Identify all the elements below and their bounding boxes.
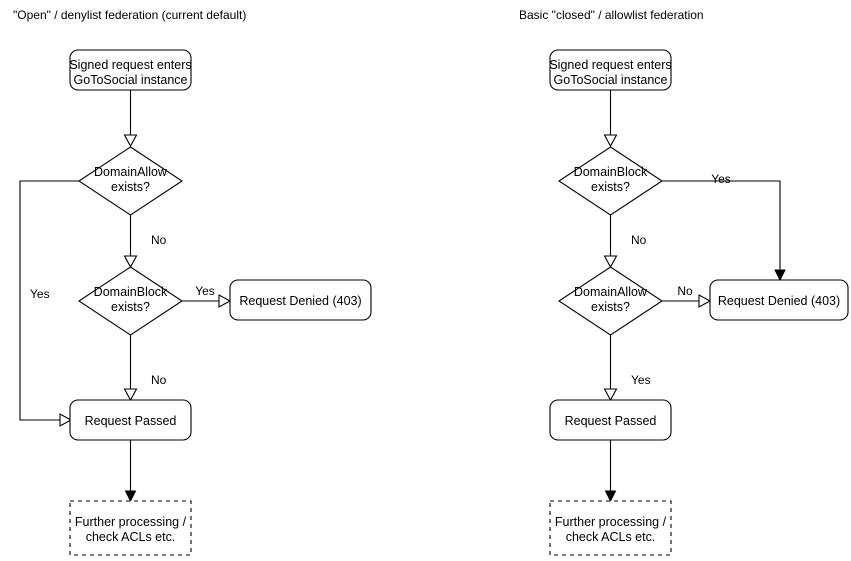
left-request-passed-label: Request Passed — [85, 414, 177, 428]
left-edge-allow-yes — [19, 180, 79, 421]
right-arrowhead-block — [603, 134, 618, 148]
right-further-processing-label-line2: check ACLs etc. — [566, 530, 656, 544]
right-request-denied-box — [709, 279, 849, 321]
left-edge-label-allow-no: No — [151, 233, 167, 247]
left-request-denied-label: Request Denied (403) — [239, 294, 361, 308]
left-arrowhead-allow-yes — [59, 413, 73, 427]
left-column-title: "Open" / denylist federation (current de… — [13, 8, 246, 22]
right-arrowhead-further — [604, 490, 617, 503]
right-decision-domainblock-label-line2: exists? — [591, 180, 630, 194]
left-start-label-line1: Signed request enters — [69, 58, 191, 72]
right-decision-domainblock-label-line1: DomainBlock — [574, 165, 648, 179]
right-request-denied-label: Request Denied (403) — [718, 294, 840, 308]
right-edge-label-allow-no: No — [677, 284, 693, 298]
right-start-label-line1: Signed request enters — [549, 58, 671, 72]
left-arrowhead-allow — [123, 134, 138, 148]
left-decision-domainallow-label-line1: DomainAllow — [94, 165, 168, 179]
right-arrowhead-block-yes — [774, 269, 786, 282]
left-arrowhead-block-no — [123, 388, 138, 402]
right-arrowhead-allow-no — [698, 294, 712, 308]
right-further-processing-box — [549, 500, 672, 556]
left-further-processing-label-line2: check ACLs etc. — [86, 530, 176, 544]
left-further-processing-box — [69, 500, 192, 556]
right-arrowhead-block-no — [603, 255, 618, 269]
left-decision-domainblock-label-line1: DomainBlock — [94, 285, 168, 299]
left-edge-label-block-yes: Yes — [195, 284, 215, 298]
right-decision-domainallow-label-line1: DomainAllow — [574, 285, 648, 299]
right-column-title: Basic "closed" / allowlist federation — [519, 8, 704, 22]
left-edge-label-block-no: No — [151, 373, 167, 387]
right-edge-block-yes — [662, 180, 781, 272]
right-start-label-line2: GoToSocial instance — [554, 73, 668, 87]
right-edge-label-allow-yes: Yes — [631, 373, 651, 387]
left-decision-domainallow-label-line2: exists? — [111, 180, 150, 194]
left-arrowhead-block-yes — [218, 294, 232, 308]
left-further-processing-label-line1: Further processing / — [75, 515, 187, 529]
right-further-processing-label-line1: Further processing / — [555, 515, 667, 529]
left-arrowhead-allow-no — [123, 255, 138, 269]
left-edge-label-allow-yes: Yes — [30, 287, 50, 301]
left-request-denied-box — [229, 279, 372, 321]
right-request-passed-label: Request Passed — [565, 414, 657, 428]
right-arrowhead-allow-yes — [603, 388, 618, 402]
right-edge-label-block-yes: Yes — [711, 172, 731, 186]
right-edge-label-block-no: No — [631, 233, 647, 247]
left-arrowhead-further — [124, 490, 137, 503]
left-start-label-line2: GoToSocial instance — [74, 73, 188, 87]
left-decision-domainblock-label-line2: exists? — [111, 300, 150, 314]
right-decision-domainallow-label-line2: exists? — [591, 300, 630, 314]
